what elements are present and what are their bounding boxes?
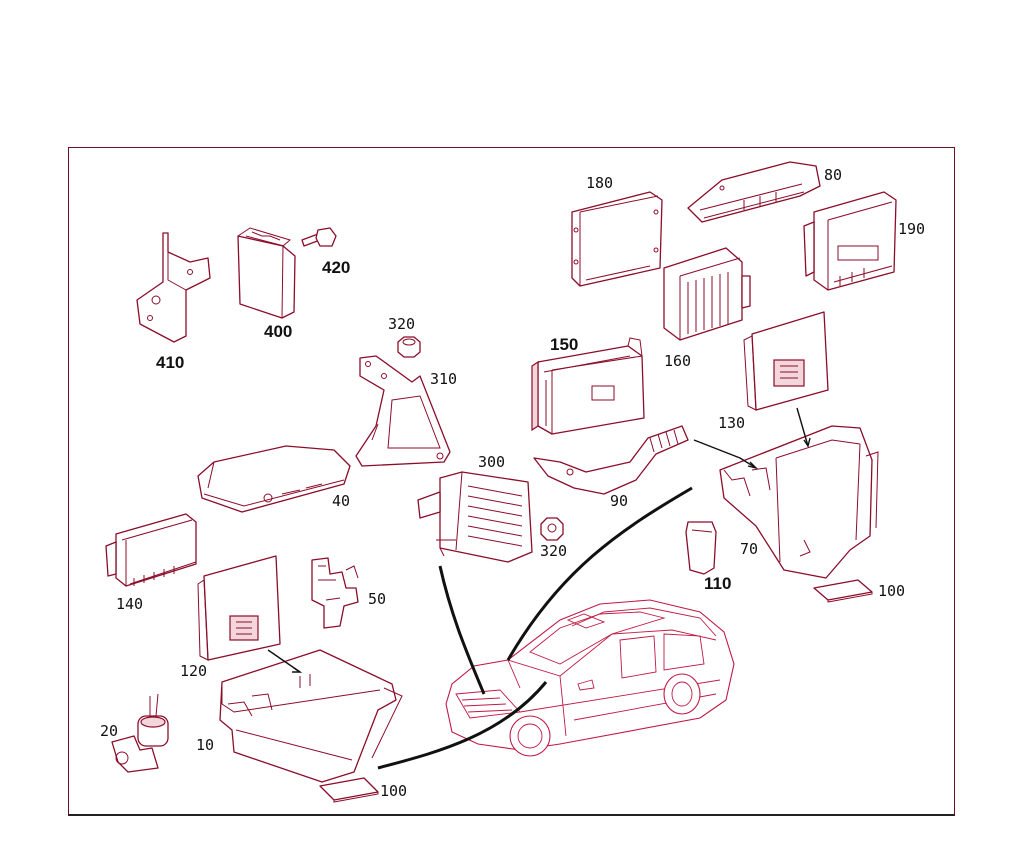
callout-100-bottom[interactable]: 100	[380, 782, 407, 800]
callout-160[interactable]: 160	[664, 352, 691, 370]
leader-lines	[267, 407, 811, 770]
module-150-icon[interactable]	[531, 337, 645, 435]
callout-70[interactable]: 70	[740, 540, 758, 558]
callout-10[interactable]: 10	[196, 736, 214, 754]
module-400-icon[interactable]	[237, 227, 296, 319]
module-130-icon[interactable]	[743, 311, 829, 411]
pad-100-bottom-icon[interactable]	[319, 777, 379, 803]
callout-120[interactable]: 120	[180, 662, 207, 680]
callout-80[interactable]: 80	[824, 166, 842, 184]
callout-180[interactable]: 180	[586, 174, 613, 192]
pump-20-icon[interactable]	[111, 693, 169, 773]
callout-90[interactable]: 90	[610, 492, 628, 510]
pad-100-right-icon[interactable]	[813, 579, 873, 603]
callout-50[interactable]: 50	[368, 590, 386, 608]
callout-300[interactable]: 300	[478, 453, 505, 471]
callout-140[interactable]: 140	[116, 595, 143, 613]
module-160-icon[interactable]	[663, 247, 751, 341]
callout-400[interactable]: 400	[264, 322, 292, 341]
callout-100-right[interactable]: 100	[878, 582, 905, 600]
cover-40-icon[interactable]	[197, 445, 351, 513]
nut-320-top-icon[interactable]	[397, 336, 421, 358]
duct-90-icon[interactable]	[533, 425, 689, 495]
callout-150[interactable]: 150	[550, 335, 578, 354]
callout-320-top[interactable]: 320	[388, 315, 415, 333]
housing-10-icon[interactable]	[219, 649, 403, 783]
module-180-icon[interactable]	[571, 191, 663, 287]
callout-190[interactable]: 190	[898, 220, 925, 238]
nut-320-bottom-icon[interactable]	[540, 517, 564, 541]
relay-50-icon[interactable]	[311, 557, 359, 629]
plug-110-icon[interactable]	[685, 521, 717, 575]
callout-310[interactable]: 310	[430, 370, 457, 388]
housing-70-icon[interactable]	[719, 425, 879, 579]
bracket-310-icon[interactable]	[355, 355, 451, 467]
callout-420[interactable]: 420	[322, 258, 350, 277]
module-140-icon[interactable]	[105, 513, 197, 587]
callout-410[interactable]: 410	[156, 353, 184, 372]
callout-40[interactable]: 40	[332, 492, 350, 510]
screw-420-icon[interactable]	[301, 227, 337, 247]
vehicle-sedan-icon	[445, 599, 735, 757]
module-190-icon[interactable]	[803, 191, 897, 291]
callout-20[interactable]: 20	[100, 722, 118, 740]
module-80-icon[interactable]	[687, 161, 821, 223]
bracket-410-icon[interactable]	[136, 232, 211, 343]
callout-320-bottom[interactable]: 320	[540, 542, 567, 560]
control-unit-300-icon[interactable]	[417, 471, 533, 563]
callout-130[interactable]: 130	[718, 414, 745, 432]
module-120-icon[interactable]	[197, 555, 281, 661]
callout-110[interactable]: 110	[704, 574, 731, 593]
diagram-frame	[68, 147, 955, 816]
